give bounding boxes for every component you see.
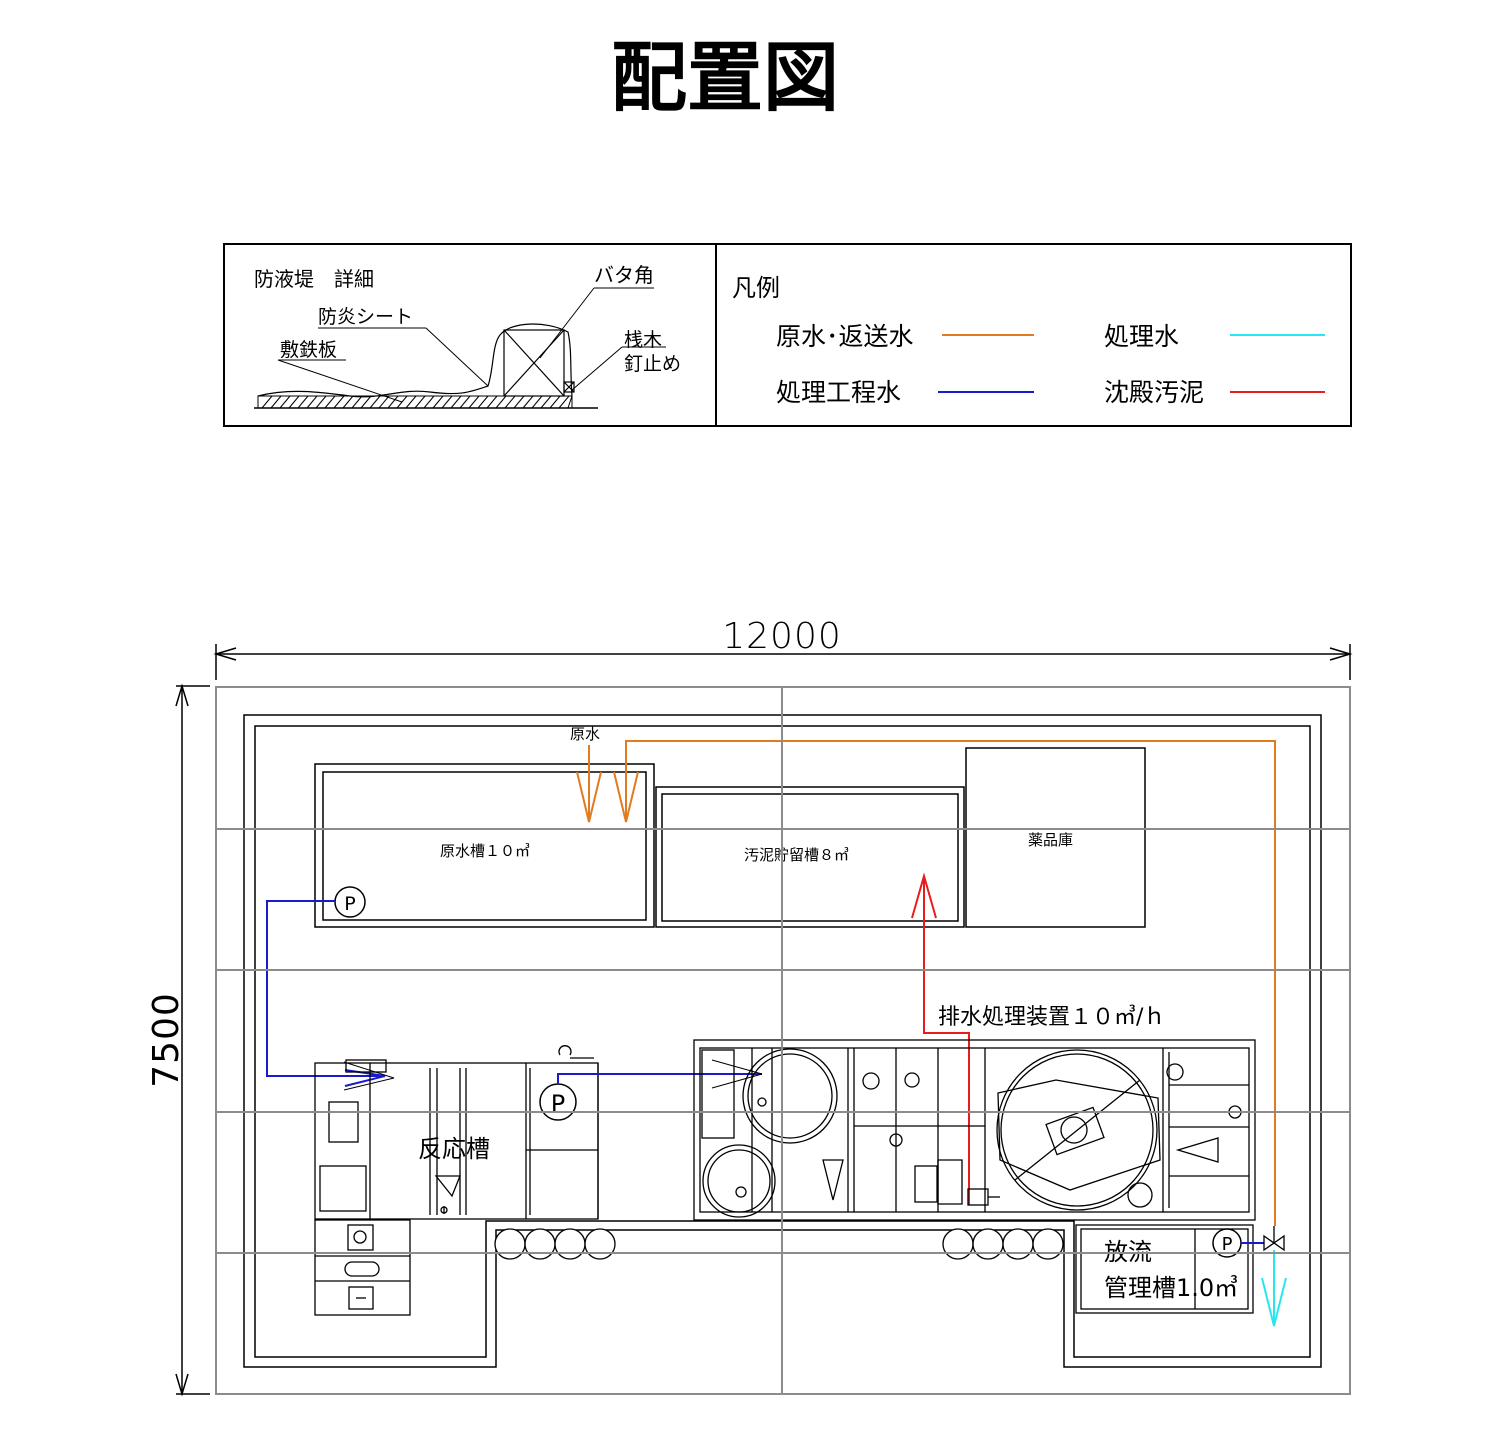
sludge-storage-tank [655, 786, 965, 928]
hatch-line [531, 395, 543, 409]
hatch-line [342, 395, 354, 409]
hatch-line [414, 395, 426, 409]
hatch-line [486, 395, 498, 409]
hatch-line [306, 395, 318, 409]
process-water-line-1 [266, 900, 386, 1087]
hatch-line [441, 395, 453, 409]
dimension-width [213, 644, 1353, 680]
chem-store-label: 薬品庫 [1028, 831, 1073, 849]
legend-label-process: 処理工程水 [776, 378, 901, 407]
hatch-line [495, 395, 507, 409]
sludge-line [911, 872, 970, 1205]
page-title: 配置図 [611, 33, 839, 122]
hatch-line [279, 395, 291, 409]
label-stake2: 釘止め [624, 353, 681, 375]
reaction-tank [314, 1045, 599, 1220]
hatch-line [324, 395, 336, 409]
svg-text:P: P [1222, 1234, 1233, 1255]
dike-outer-wall [243, 714, 1322, 1368]
legend: 凡例 原水･返送水 処理水 処理工程水 沈殿汚泥 [732, 274, 1325, 407]
treated-water-line [1261, 1250, 1287, 1327]
label-sheet: 防炎シート [318, 306, 413, 328]
svg-text:P: P [344, 893, 355, 915]
hatch-line [333, 395, 345, 409]
hatch-line [504, 395, 516, 409]
raw-water-tank [314, 763, 655, 928]
dimension-height-value: 7500 [146, 992, 187, 1088]
hatch-line [261, 395, 273, 409]
chemical-storage [965, 747, 1146, 928]
hatch-line [288, 395, 300, 409]
detail-heading: 防液堤 詳細 [254, 267, 374, 291]
reaction-tank-pump: P [539, 1083, 577, 1121]
hatch-line [315, 395, 327, 409]
hatch-line [468, 395, 480, 409]
detail-legend-box [223, 243, 1352, 427]
rollers-left [494, 1228, 616, 1260]
treatment-unit-label: 排水処理装置１０㎥/ｈ [938, 1004, 1165, 1030]
raw-water-label: 原水 [570, 725, 600, 743]
legend-title: 凡例 [732, 274, 780, 302]
sludge-tank-label: 汚泥貯留槽８㎥ [744, 846, 849, 864]
hatch-line [378, 395, 390, 409]
hatch-line [549, 395, 561, 409]
hatch-line [450, 395, 462, 409]
label-plate: 敷鉄板 [280, 339, 337, 361]
legend-label-raw: 原水･返送水 [776, 322, 914, 351]
timber-block [503, 329, 575, 397]
raw-water-inlet [576, 745, 602, 823]
hatch-line [369, 395, 381, 409]
return-water-line [613, 740, 1276, 1226]
hatch-line [387, 395, 399, 409]
hatch-line [522, 395, 534, 409]
raw-tank-pump: P [334, 886, 366, 918]
discharge-label-2: 管理槽1.0㎥ [1104, 1274, 1238, 1302]
hatch-line [477, 395, 489, 409]
hatch-line [423, 395, 435, 409]
grid-lines [216, 687, 1350, 1394]
hatch-line [567, 395, 573, 409]
legend-label-sludge: 沈殿汚泥 [1104, 378, 1204, 407]
hatch-line [297, 395, 309, 409]
inlet-arrows [343, 1059, 763, 1091]
hatch-line [540, 395, 552, 409]
dimension-height [175, 683, 210, 1397]
control-panel-unit [314, 1219, 411, 1316]
hatch-line [513, 395, 525, 409]
hatch-line [432, 395, 444, 409]
discharge-control-tank [1075, 1224, 1254, 1314]
hatch-line [558, 395, 570, 409]
rollers-right [942, 1228, 1064, 1260]
hatch-line [270, 395, 282, 409]
label-stake1: 桟木 [624, 329, 662, 351]
treatment-unit [693, 1039, 1256, 1221]
raw-tank-label: 原水槽１０㎥ [440, 842, 530, 860]
hatch-line [360, 395, 372, 409]
label-bata: バタ角 [594, 263, 654, 287]
legend-label-treated: 処理水 [1104, 322, 1179, 351]
reaction-tank-label: 反応槽 [418, 1135, 490, 1163]
hatch-line [351, 395, 363, 409]
dimension-width-value: 12000 [722, 616, 842, 657]
discharge-valve [1263, 1226, 1285, 1252]
svg-text:P: P [551, 1090, 565, 1118]
dike-detail: 防液堤 詳細 バタ角 [254, 263, 681, 409]
hatch-line [459, 395, 471, 409]
hatch-line [405, 395, 417, 409]
leader-lines [277, 287, 666, 403]
